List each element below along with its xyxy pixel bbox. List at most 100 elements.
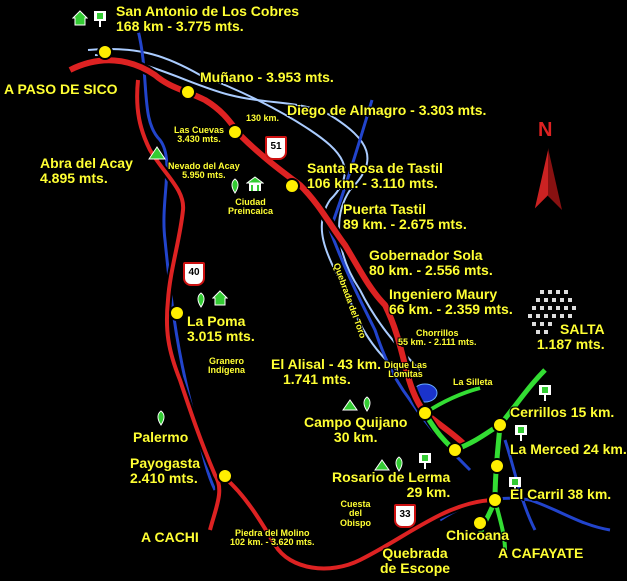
label-puerta-tastil: Puerta Tastil 89 km. - 2.675 mts. bbox=[343, 202, 467, 231]
label-ciudad-preincaica: Ciudad Preincaica bbox=[228, 197, 274, 217]
marker-payogasta bbox=[217, 468, 233, 484]
marker-chicoana bbox=[472, 515, 488, 531]
place-alt: 2.410 mts. bbox=[130, 469, 198, 486]
label-san-antonio: San Antonio de Los Cobres 168 km - 3.775… bbox=[116, 4, 299, 33]
place-name-2: Preincaica bbox=[228, 206, 274, 217]
marker-santa-rosa bbox=[284, 178, 300, 194]
place-name-1: Quebrada bbox=[382, 545, 448, 561]
place-alt: 66 km. - 2.359 mts. bbox=[389, 300, 513, 317]
place-name-2: de Escope bbox=[380, 559, 451, 576]
restroom-icon bbox=[194, 292, 208, 313]
marker-san-antonio bbox=[97, 44, 113, 60]
place-name: Ingeniero Maury bbox=[389, 286, 498, 302]
marker-el-carril bbox=[487, 492, 503, 508]
restroom-icon bbox=[154, 410, 168, 431]
label-rosario-lerma: Rosario de Lerma 29 km. bbox=[332, 470, 450, 499]
marker-cerrillos bbox=[492, 417, 508, 433]
place-alt: 80 km. - 2.556 mts. bbox=[369, 261, 493, 278]
marker-la-merced bbox=[489, 458, 505, 474]
label-gobernador-sola: Gobernador Sola 80 km. - 2.556 mts. bbox=[369, 248, 493, 277]
place-name-2: Indígena bbox=[208, 365, 246, 376]
marker-campo-quijano bbox=[417, 405, 433, 421]
ruins-icon bbox=[245, 176, 265, 197]
label-cuesta-obispo: Cuesta del Obispo bbox=[340, 499, 371, 528]
place-alt: 1.187 mts. bbox=[536, 335, 605, 352]
label-la-silleta: La Silleta bbox=[453, 377, 493, 387]
place-name-1: Cuesta bbox=[340, 499, 371, 509]
label-diego-almagro: Diego de Almagro - 3.303 mts. bbox=[287, 102, 487, 118]
label-las-cuevas: Las Cuevas 3.430 mts. bbox=[174, 125, 225, 145]
place-name: Rosario de Lerma bbox=[332, 469, 451, 485]
label-la-merced: La Merced 24 km. bbox=[510, 441, 627, 457]
place-km: 30 km. bbox=[333, 428, 378, 445]
place-alt: 3.015 mts. bbox=[187, 327, 255, 344]
label-paso-sico: A PASO DE SICO bbox=[4, 81, 118, 97]
label-el-alisal: El Alisal - 43 km. 1.741 mts. bbox=[271, 357, 381, 386]
place-km: 29 km. bbox=[406, 483, 451, 500]
place-name: San Antonio de Los Cobres bbox=[116, 3, 300, 19]
place-alt: 4.895 mts. bbox=[40, 169, 108, 186]
label-quebrada-escope: Quebrada de Escope bbox=[380, 546, 450, 575]
label-la-poma: La Poma 3.015 mts. bbox=[187, 314, 255, 343]
place-name: Piedra del Molino bbox=[235, 528, 310, 538]
route-33-shield: 33 bbox=[394, 504, 416, 528]
label-santa-rosa: Santa Rosa de Tastil 106 km. - 3.110 mts… bbox=[307, 161, 443, 190]
place-name-1: Granero bbox=[209, 356, 245, 366]
label-palermo: Palermo bbox=[133, 429, 189, 445]
place-name: Santa Rosa de Tastil bbox=[307, 160, 443, 176]
restroom-icon bbox=[508, 476, 522, 499]
place-name: Nevado del Acay bbox=[168, 161, 240, 171]
marker-munano bbox=[180, 84, 196, 100]
place-name-2: del bbox=[348, 508, 362, 519]
place-alt: 3.430 mts. bbox=[177, 134, 221, 145]
place-alt: 55 km. - 2.111 mts. bbox=[398, 337, 477, 348]
place-name: La Poma bbox=[187, 313, 246, 329]
north-arrow bbox=[533, 147, 563, 212]
label-chorrillos: Chorrillos 55 km. - 2.111 mts. bbox=[398, 328, 477, 348]
place-name-1: Ciudad bbox=[235, 197, 266, 207]
restroom-icon bbox=[514, 424, 528, 447]
label-campo-quijano: Campo Quijano 30 km. bbox=[304, 415, 407, 444]
label-nevado-acay: Nevado del Acay 5.950 mts. bbox=[168, 161, 240, 181]
restroom-icon bbox=[418, 452, 432, 475]
marker-las-cuevas bbox=[227, 124, 243, 140]
place-alt: 102 km. - 3.620 mts. bbox=[230, 537, 315, 548]
place-name: Chorrillos bbox=[416, 328, 459, 338]
camping-icon bbox=[374, 458, 390, 476]
place-name: Las Cuevas bbox=[174, 125, 225, 135]
place-name: Abra del Acay bbox=[40, 155, 133, 171]
label-abra-acay: Abra del Acay 4.895 mts. bbox=[40, 156, 133, 185]
place-name: Campo Quijano bbox=[304, 414, 408, 430]
place-alt: 5.950 mts. bbox=[182, 170, 226, 181]
railway-line bbox=[87, 47, 411, 381]
place-name-3: Obispo bbox=[340, 517, 371, 528]
marker-rosario bbox=[447, 442, 463, 458]
label-cerrillos: Cerrillos 15 km. bbox=[510, 404, 615, 420]
label-ingeniero-maury: Ingeniero Maury 66 km. - 2.359 mts. bbox=[389, 287, 513, 316]
label-salta: SALTA 1.187 mts. bbox=[520, 322, 605, 351]
label-dique: Dique Las Lomitas bbox=[384, 360, 427, 380]
place-alt: 106 km. - 3.110 mts. bbox=[307, 174, 438, 191]
railway-line-2 bbox=[94, 54, 421, 371]
place-alt: 168 km - 3.775 mts. bbox=[116, 17, 244, 34]
label-piedra-molino: Piedra del Molino 102 km. - 3.620 mts. bbox=[230, 528, 315, 548]
mountain-icon bbox=[148, 146, 166, 165]
north-label: N bbox=[538, 119, 553, 141]
route-40-shield: 40 bbox=[183, 262, 205, 286]
restroom-icon bbox=[392, 456, 406, 477]
hotel-icon bbox=[211, 290, 229, 311]
salta-city-grid bbox=[528, 290, 576, 334]
label-el-carril: El Carril 38 km. bbox=[510, 486, 612, 502]
camping-icon bbox=[342, 398, 358, 416]
place-name: Gobernador Sola bbox=[369, 247, 483, 263]
restroom-icon bbox=[228, 178, 242, 199]
label-granero: Granero Indígena bbox=[208, 356, 246, 376]
place-name: Puerta Tastil bbox=[343, 201, 426, 217]
restroom-icon bbox=[360, 396, 374, 417]
restroom-icon bbox=[538, 384, 552, 407]
place-alt: 1.741 mts. bbox=[283, 370, 351, 387]
place-name: El Alisal - 43 km. bbox=[271, 356, 381, 372]
place-name: Payogasta bbox=[130, 455, 201, 471]
label-a-cafayate: A CAFAYATE bbox=[498, 545, 584, 561]
